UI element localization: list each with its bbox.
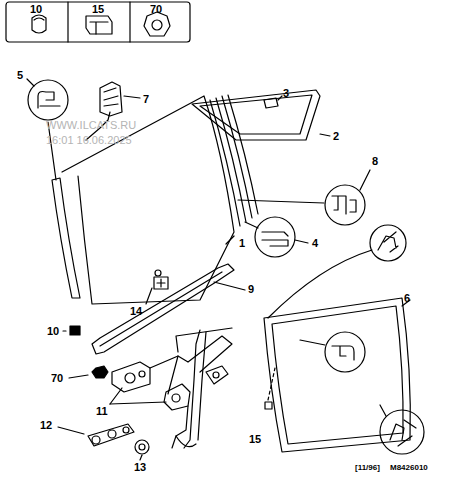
drawing-date: [11/96] [355, 464, 380, 472]
callout-number: 13 [134, 462, 146, 473]
callout-number: 6 [404, 293, 410, 304]
callout-number: 1 [239, 238, 245, 249]
callout-number: 8 [372, 156, 378, 167]
callout-number: 12 [40, 420, 52, 431]
callout-number: 5 [17, 70, 23, 81]
callout-number: 3 [283, 88, 289, 99]
watermark: WWW.ILCATS.RU [46, 120, 136, 131]
callout-number: 15 [249, 434, 261, 445]
watermark: 16:01 16.06.2025 [46, 135, 132, 146]
callout-number: 70 [150, 4, 162, 15]
callout-number: 70 [51, 373, 63, 384]
callout-number: 11 [96, 406, 108, 417]
callout-number: 15 [92, 4, 104, 15]
callout-number: 7 [143, 94, 149, 105]
drawing-code: M8426010 [390, 464, 428, 472]
callout-number: 14 [130, 306, 142, 317]
callout-number: 9 [248, 284, 254, 295]
callout-number: 2 [333, 131, 339, 142]
callout-number: 4 [312, 238, 318, 249]
callout-number: 10 [47, 326, 59, 337]
callout-number: 10 [30, 4, 42, 15]
